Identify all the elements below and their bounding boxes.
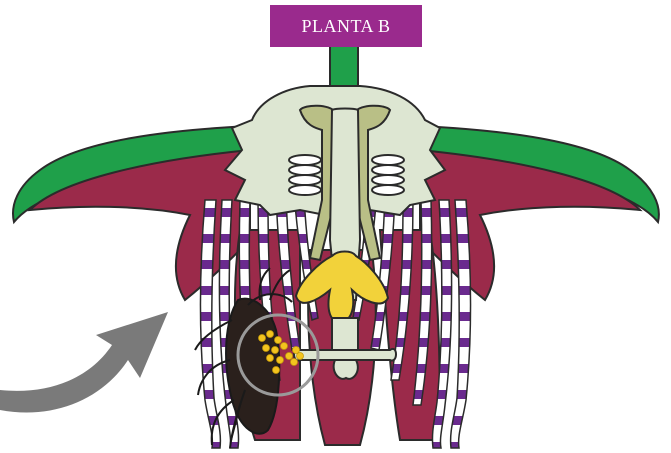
anther-bar: [294, 349, 396, 361]
incoming-arrow-icon: [0, 312, 168, 413]
stem: [330, 44, 358, 90]
ovary-base: [334, 360, 358, 379]
plant-label: PLANTA B: [270, 5, 422, 47]
